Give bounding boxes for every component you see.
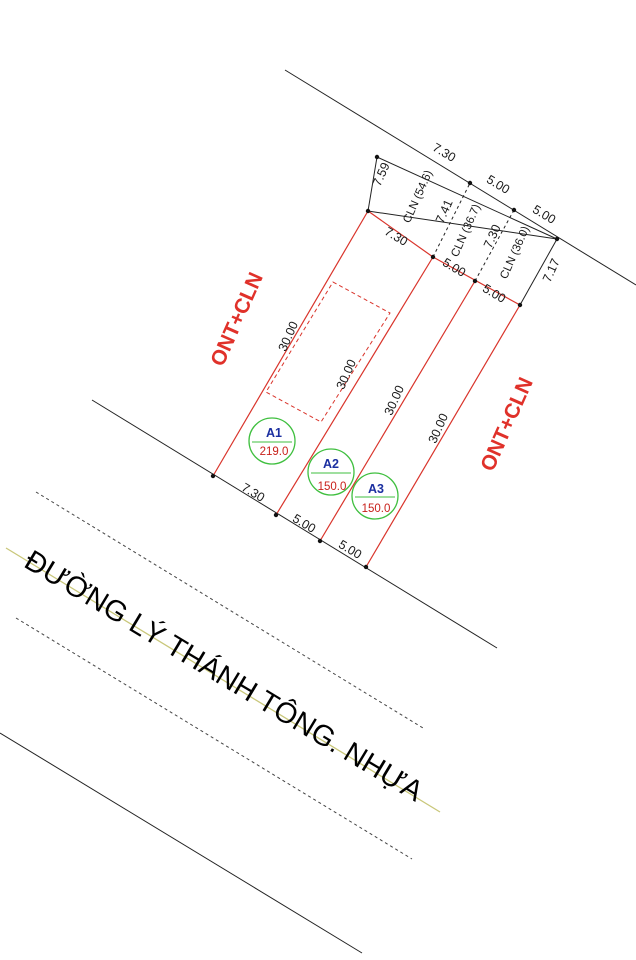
- road-edge-lower: [0, 732, 363, 954]
- front-boundary-points: [210, 154, 560, 570]
- lot-marker-a2: A2 150.0: [307, 448, 355, 496]
- lot-id-a1: A1: [266, 426, 282, 440]
- lot-boundaries: [212, 210, 521, 568]
- dim-mid-a1: 7.30: [382, 224, 410, 249]
- lot-area-a3: 150.0: [362, 503, 391, 515]
- dim-depth-a1: 30.00: [276, 319, 302, 353]
- lot-area-a2: 150.0: [318, 481, 347, 493]
- road-lane-line-2: [15, 617, 413, 860]
- lot-marker-a1: A1 219.0: [248, 417, 296, 465]
- lot-area-a1: 219.0: [260, 446, 289, 458]
- dim-mid-a3: 5.00: [480, 281, 508, 306]
- dim-side-1: 7.59: [370, 160, 393, 188]
- dim-bottom-a2: 5.00: [290, 511, 318, 536]
- lot-id-a2: A2: [323, 457, 339, 471]
- dim-side-4: 7.17: [540, 256, 563, 284]
- dim-side-2: 7.41: [433, 197, 456, 225]
- dim-bottom-a1: 7.30: [239, 480, 267, 505]
- dim-side-3: 7.30: [481, 222, 504, 250]
- dim-top-a2: 5.00: [484, 172, 512, 197]
- cln-strip-lines: [367, 156, 558, 306]
- zone-label-right: ONT+CLN: [476, 374, 538, 474]
- cln-strip-1: CLN (54.6): [401, 168, 435, 224]
- lot-id-a3: A3: [368, 482, 384, 496]
- road-centerline: [5, 547, 441, 813]
- dim-depth-inner: 30.00: [334, 357, 360, 391]
- road-edge-upper: [91, 399, 498, 649]
- road-name-label: ĐƯỜNG LÝ THÁNH TÔNG. NHỰA: [19, 543, 430, 809]
- cln-strip-2: CLN (36.7): [449, 202, 483, 258]
- lot-marker-a3: A3 150.0: [351, 472, 399, 520]
- upper-boundary-line: [284, 69, 636, 286]
- zone-label-left: ONT+CLN: [206, 269, 268, 369]
- dim-mid-a2: 5.00: [440, 255, 468, 280]
- building-footprint: [265, 281, 391, 423]
